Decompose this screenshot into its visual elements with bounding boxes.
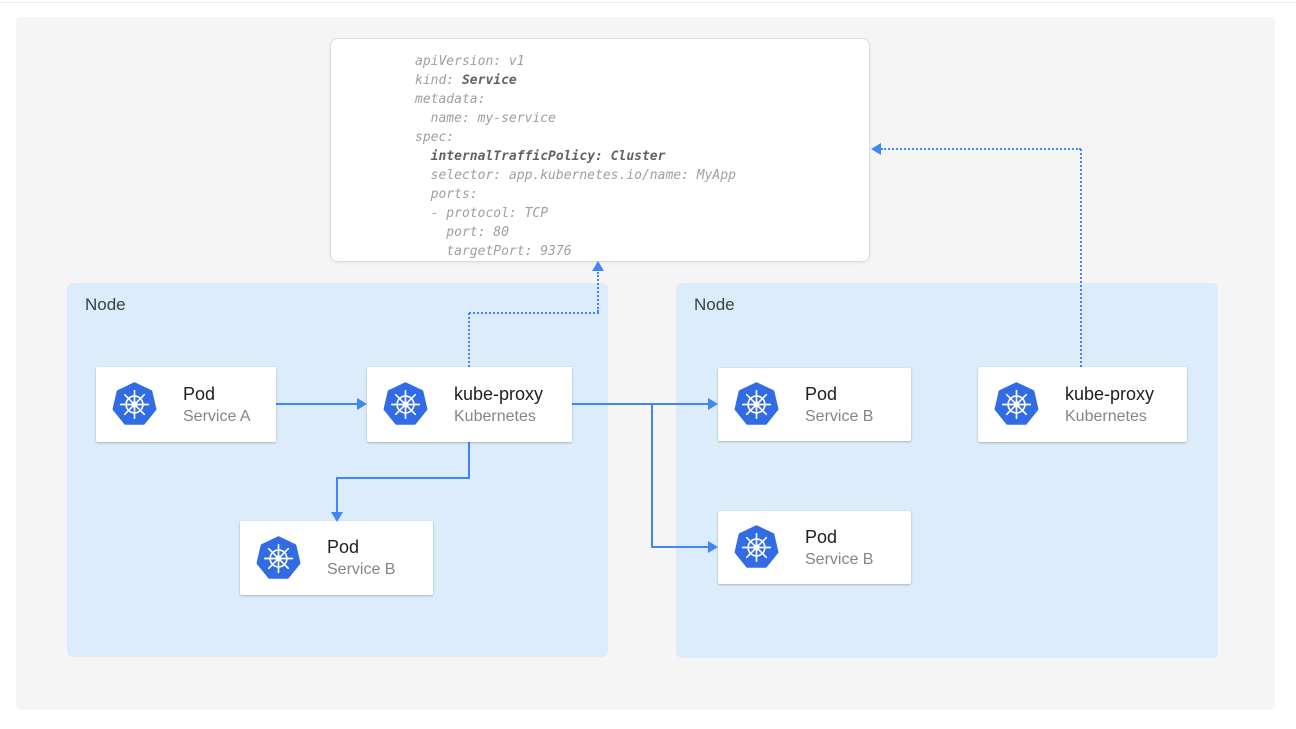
code-line: spec: [415, 128, 869, 147]
arrowhead-into-yaml-bottom [592, 261, 604, 271]
code-line: apiVersion: v1 [415, 52, 869, 71]
card-title: Pod [805, 526, 873, 549]
dotted-line-to-yaml-horizontal [469, 312, 599, 314]
arrow-line-elbow-left [336, 477, 470, 479]
code-line: kind: Service [415, 71, 869, 90]
code-line: targetPort: 9376 [415, 242, 869, 261]
kubernetes-icon [112, 382, 157, 427]
card-pod-service-a: PodService A [96, 367, 276, 442]
arrowhead-into-right-pod-bottom [708, 541, 718, 553]
arrow-line-branch-to-right-pod-bottom [651, 546, 709, 548]
code-bold: internalTrafficPolicy: Cluster [431, 149, 666, 164]
kubernetes-icon [256, 536, 301, 581]
arrowhead-into-left-pod-b [331, 512, 343, 522]
dotted-line-to-yaml-vertical [597, 272, 599, 312]
arrowhead-into-yaml-right [871, 143, 881, 155]
arrowhead-into-right-pod-top [708, 398, 718, 410]
code-bold: Service [462, 73, 517, 88]
card-kube-proxy-left: kube-proxyKubernetes [367, 367, 572, 442]
arrowhead-into-kube-proxy [357, 398, 367, 410]
card-subtitle: Kubernetes [1065, 406, 1154, 427]
code-line: port: 80 [415, 223, 869, 242]
card-title: kube-proxy [454, 383, 543, 406]
kubernetes-icon [734, 525, 779, 570]
arrow-line-kube-proxy-to-right-pod-top [572, 403, 709, 405]
code-line: ports: [415, 185, 869, 204]
node-left: Node [67, 283, 608, 657]
arrow-line-down-to-left-pod-b [336, 479, 338, 513]
kubernetes-icon [994, 382, 1039, 427]
dotted-line-right-kube-proxy-up [1080, 149, 1082, 367]
card-kube-proxy-right: kube-proxyKubernetes [978, 367, 1187, 442]
arrow-line-pod-a-to-kube-proxy [276, 403, 358, 405]
card-title: kube-proxy [1065, 383, 1154, 406]
code-line: internalTrafficPolicy: Cluster [415, 147, 869, 166]
code-line: selector: app.kubernetes.io/name: MyApp [415, 166, 869, 185]
card-subtitle: Service A [183, 406, 251, 427]
card-subtitle: Service B [327, 559, 395, 580]
code-line: - protocol: TCP [415, 204, 869, 223]
code-line: name: my-service [415, 109, 869, 128]
kubernetes-icon [734, 382, 779, 427]
node-left-label: Node [85, 295, 126, 315]
card-subtitle: Service B [805, 406, 873, 427]
node-right: Node [676, 283, 1218, 658]
code-line: metadata: [415, 90, 869, 109]
card-subtitle: Service B [805, 549, 873, 570]
card-pod-service-b-right-top: PodService B [718, 368, 911, 441]
card-title: Pod [805, 383, 873, 406]
card-subtitle: Kubernetes [454, 406, 543, 427]
top-divider [0, 2, 1296, 3]
arrow-line-kube-proxy-down [468, 442, 470, 479]
dotted-line-right-to-yaml-horizontal [881, 148, 1081, 150]
card-pod-service-b-left: PodService B [240, 521, 433, 595]
kubernetes-icon [383, 382, 428, 427]
node-right-label: Node [694, 295, 735, 315]
card-title: Pod [183, 383, 251, 406]
card-title: Pod [327, 536, 395, 559]
service-yaml-card: apiVersion: v1 kind: Service metadata: n… [330, 38, 870, 262]
dotted-line-kube-proxy-up [468, 313, 470, 367]
card-pod-service-b-right-bottom: PodService B [718, 511, 911, 584]
arrow-line-branch-vertical [651, 403, 653, 548]
